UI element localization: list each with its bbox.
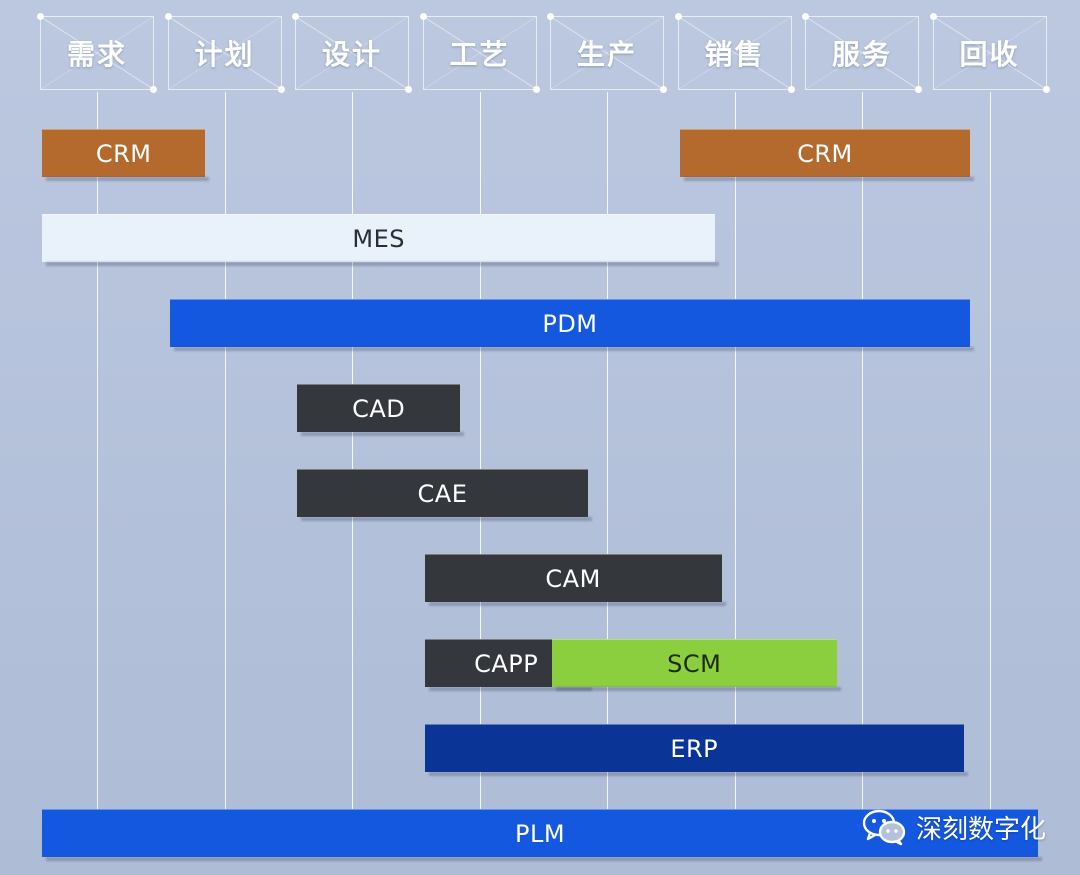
phase-header: 工艺 (419, 13, 540, 93)
system-bar-label: CAE (417, 479, 468, 508)
phase-label: 设计 (321, 38, 382, 71)
system-bar-label: CAPP (474, 649, 539, 678)
phase-label: 销售 (704, 38, 765, 71)
system-bar-pdm: PDM (169, 299, 971, 347)
phase-guideline (97, 92, 98, 810)
system-bar-label: SCM (667, 649, 722, 678)
phase-header: 生产 (547, 13, 667, 93)
system-bar-crm: CRM (679, 129, 971, 177)
phase-guideline (224, 92, 226, 810)
phase-label: 服务 (831, 38, 892, 71)
phase-guideline (479, 92, 481, 810)
watermark-text: 深刻数字化 (915, 814, 1046, 845)
phase-label: 工艺 (449, 38, 510, 71)
phase-label: 回收 (959, 38, 1020, 71)
phase-header: 计划 (164, 13, 285, 93)
system-bar-erp: ERP (424, 724, 964, 772)
phase-header: 销售 (674, 13, 795, 93)
system-bar-cae: CAE (297, 469, 588, 517)
system-bar-label: CRM (797, 139, 853, 168)
system-bar-label: MES (352, 224, 405, 253)
system-bar-crm: CRM (42, 129, 206, 177)
phase-label: 生产 (576, 38, 637, 71)
phase-label: 计划 (194, 38, 255, 71)
phase-header: 需求 (37, 13, 157, 93)
phase-header: 回收 (929, 13, 1050, 93)
system-bar-cam: CAM (424, 554, 722, 602)
wechat-icon (862, 809, 906, 846)
system-bar-label: CAD (352, 394, 406, 423)
phase-label: 需求 (66, 38, 127, 71)
phase-header: 服务 (802, 13, 922, 93)
system-bar-label: CRM (95, 139, 152, 168)
phase-guideline (352, 92, 353, 810)
phase-header: 设计 (292, 13, 412, 93)
system-bar-label: ERP (670, 734, 719, 763)
phase-guideline (734, 92, 736, 810)
system-bar-mes: MES (42, 214, 716, 262)
system-bar-label: PLM (514, 819, 566, 848)
phase-guideline (862, 92, 863, 810)
system-bar-label: CAM (545, 564, 601, 593)
phase-guideline (607, 92, 608, 810)
system-bar-label: PDM (542, 309, 598, 338)
system-bar-cad: CAD (297, 384, 461, 432)
phase-guideline (989, 92, 991, 810)
watermark: 深刻数字化 (862, 806, 1046, 848)
system-bar-scm: SCM (552, 639, 837, 687)
